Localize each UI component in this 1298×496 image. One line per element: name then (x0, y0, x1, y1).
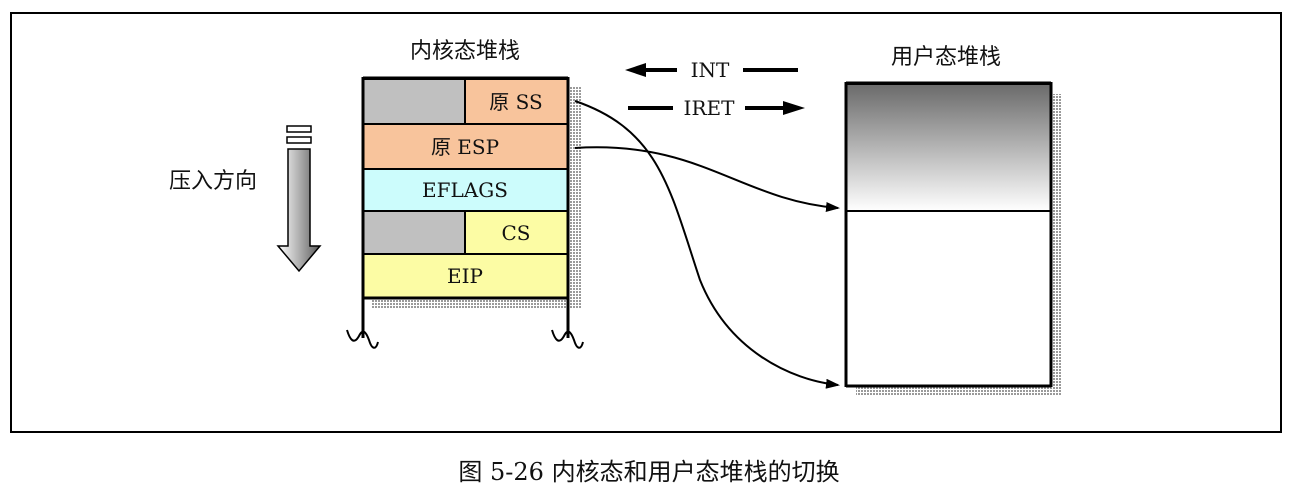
stack-switch-diagram: 内核态堆栈 原 SS 原 ESP EFLAGS CS EIP 压入方向 IN (169, 39, 1062, 396)
user-stack-title: 用户态堆栈 (891, 45, 1001, 70)
eflags-label: EFLAGS (422, 178, 508, 202)
cs-padding-cell (362, 210, 466, 255)
int-arrow (625, 63, 798, 77)
ss-label: 原 SS (489, 90, 542, 114)
push-direction-arrow-icon (276, 125, 322, 273)
user-stack-used-region (845, 83, 1052, 212)
esp-label: 原 ESP (431, 135, 499, 159)
push-direction-label: 压入方向 (169, 169, 257, 194)
figure-caption: 图 5-26 内核态和用户态堆栈的切换 (458, 458, 840, 486)
stack-break-right-icon (551, 329, 584, 349)
stack-break-left-icon (346, 329, 379, 349)
user-stack-free-region (845, 210, 1052, 387)
ss-padding-cell (362, 78, 466, 125)
kernel-stack-title: 内核态堆栈 (410, 39, 520, 64)
esp-to-user-stack-arrow (574, 146, 840, 212)
iret-arrow (628, 101, 805, 115)
diagram-frame (10, 12, 1282, 433)
int-label: INT (691, 58, 730, 82)
user-stack (844, 81, 1053, 388)
cs-label: CS (501, 221, 530, 245)
iret-label: IRET (684, 96, 736, 120)
eip-label: EIP (447, 264, 483, 288)
kernel-stack (346, 76, 584, 349)
ss-to-user-stack-arrow (574, 100, 840, 389)
